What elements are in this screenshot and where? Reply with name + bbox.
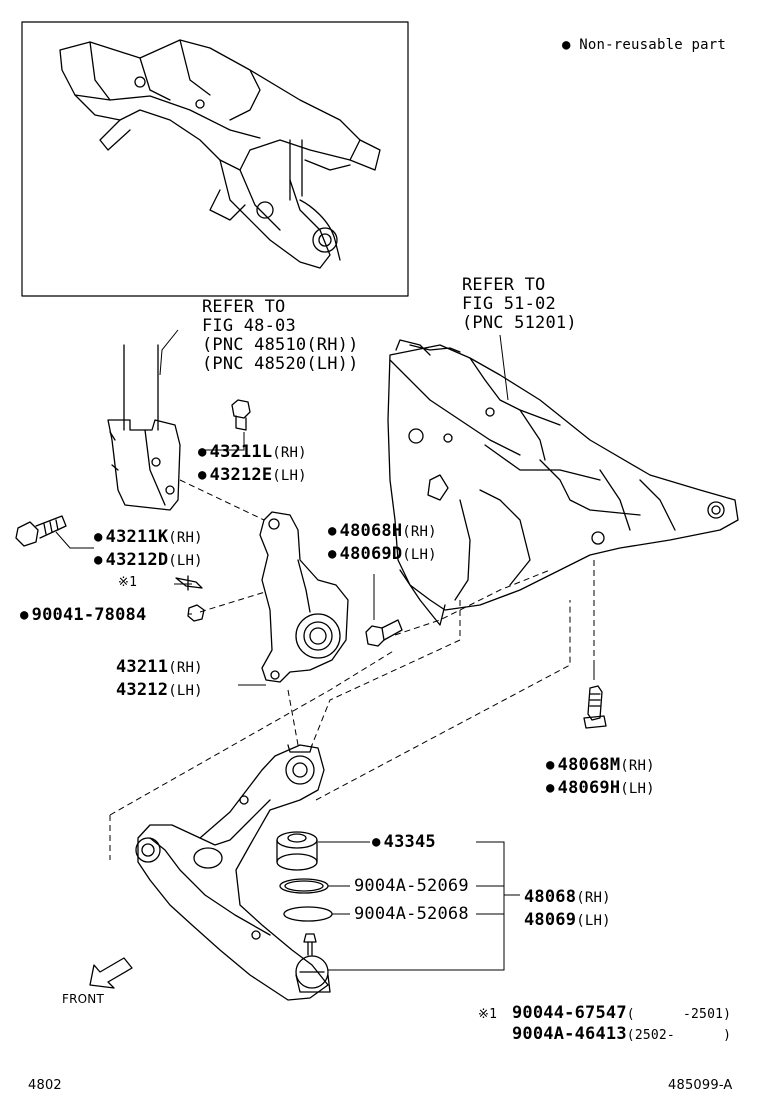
refer-1-line3: (PNC 48510(RH)): [202, 335, 359, 355]
footnote-mark: ※1: [478, 1007, 498, 1022]
front-label: FRONT: [62, 992, 104, 1006]
note-1-mark: ※1: [118, 575, 138, 590]
overview-crossmember-drawing: [59, 39, 381, 269]
refer-fig-48-03: REFER TO FIG 48-03 (PNC 48510(RH)) (PNC …: [202, 298, 359, 374]
footnote-row1-range: ( -2501): [626, 1007, 732, 1022]
part-43345[interactable]: 43345: [372, 833, 436, 852]
part-43212E-side: (LH): [272, 468, 307, 484]
ring-52068-drawing: [283, 906, 333, 922]
page-id-right: 485099-A: [668, 1078, 733, 1093]
part-43212D-number: 43212D: [94, 550, 168, 570]
lower-control-arm-drawing: [135, 744, 329, 1001]
part-43211-group: 43211(RH) 43212(LH): [116, 656, 203, 702]
overview-frame: [21, 21, 409, 297]
bolt-43211K-drawing: [15, 515, 67, 547]
part-43211-side: (RH): [168, 660, 203, 676]
part-43211K-number: 43211K: [94, 527, 168, 547]
part-48068M-number: 48068M: [546, 755, 620, 775]
part-43212-side: (LH): [168, 683, 203, 699]
part-43211L-side: (RH): [272, 445, 307, 461]
steering-knuckle-drawing: [259, 511, 349, 683]
part-43211K[interactable]: 43211K(RH): [94, 526, 203, 549]
part-48068H[interactable]: 48068H(RH): [328, 520, 437, 543]
refer-2-line1: REFER TO: [462, 275, 546, 295]
part-48069[interactable]: 48069(LH): [524, 909, 611, 932]
crossmember-drawing: [387, 339, 739, 626]
part-48069D-number: 48069D: [328, 544, 402, 564]
refer-1-line4: (PNC 48520(LH)): [202, 354, 359, 374]
part-43212-number: 43212: [116, 680, 169, 700]
non-reusable-bullet-icon: ●: [562, 37, 571, 53]
front-arrow-icon: [89, 957, 133, 989]
nut-43211L-drawing: [231, 399, 251, 431]
part-48068-side: (RH): [576, 890, 611, 906]
part-9004A-52068[interactable]: 9004A-52068: [354, 905, 469, 923]
part-43211K-group: 43211K(RH) 43212D(LH): [94, 526, 203, 572]
part-9004A-52069-number: 9004A-52069: [354, 876, 469, 896]
part-48069H-side: (LH): [620, 781, 655, 797]
bolt-48068M-drawing: [583, 685, 607, 729]
part-48068H-group: 48068H(RH) 48069D(LH): [328, 520, 437, 566]
part-43212[interactable]: 43212(LH): [116, 679, 203, 702]
part-48068[interactable]: 48068(RH): [524, 886, 611, 909]
refer-2-line3: (PNC 51201): [462, 313, 577, 333]
nut-90041-drawing: [187, 604, 205, 622]
part-48068H-side: (RH): [402, 524, 437, 540]
part-48068M[interactable]: 48068M(RH): [546, 754, 655, 777]
part-43211L-group: 43211L(RH) 43212E(LH): [198, 441, 307, 487]
part-48068H-number: 48068H: [328, 521, 402, 541]
part-48068-number: 48068: [524, 887, 577, 907]
part-48068M-group: 48068M(RH) 48069H(LH): [546, 754, 655, 800]
part-90041-78084-number: 90041-78084: [20, 605, 147, 625]
refer-1-line1: REFER TO: [202, 297, 286, 317]
non-reusable-legend: ● Non-reusable part: [562, 36, 726, 54]
refer-1-line2: FIG 48-03: [202, 316, 296, 336]
part-43211K-side: (RH): [168, 530, 203, 546]
dashed-alignment-lines: [109, 479, 595, 860]
part-43345-number: 43345: [372, 832, 436, 852]
clip-drawing: [175, 575, 203, 591]
part-48068M-side: (RH): [620, 758, 655, 774]
part-48069D[interactable]: 48069D(LH): [328, 543, 437, 566]
non-reusable-legend-text: Non-reusable part: [579, 37, 726, 53]
part-90041-78084[interactable]: 90041-78084: [20, 605, 147, 625]
part-9004A-52069[interactable]: 9004A-52069: [354, 877, 469, 895]
part-48069H[interactable]: 48069H(LH): [546, 777, 655, 800]
part-48069-side: (LH): [576, 913, 611, 929]
part-43211-number: 43211: [116, 657, 169, 677]
ball-joint-drawing: [295, 933, 331, 993]
part-43212D-side: (LH): [168, 553, 203, 569]
footnote-row2-range: (2502- ): [626, 1028, 732, 1043]
part-9004A-52068-number: 9004A-52068: [354, 904, 469, 924]
bushing-43345-drawing: [276, 831, 318, 871]
footnote-row-1[interactable]: 90044-67547( -2501): [512, 1004, 731, 1024]
part-48069D-side: (LH): [402, 547, 437, 563]
part-43212E[interactable]: 43212E(LH): [198, 464, 307, 487]
refer-2-line2: FIG 51-02: [462, 294, 556, 314]
refer-fig-51-02: REFER TO FIG 51-02 (PNC 51201): [462, 276, 577, 333]
part-43212E-number: 43212E: [198, 465, 272, 485]
footnote-row-2[interactable]: 9004A-46413(2502- ): [512, 1025, 731, 1045]
bolt-48068H-drawing: [365, 619, 403, 647]
strut-drawing: [107, 344, 181, 511]
leader-lines: [55, 329, 595, 971]
part-43211L[interactable]: 43211L(RH): [198, 441, 307, 464]
part-43212D[interactable]: 43212D(LH): [94, 549, 203, 572]
footnote-row1-number: 90044-67547: [512, 1003, 627, 1023]
footnote-row2-number: 9004A-46413: [512, 1024, 627, 1044]
part-43211[interactable]: 43211(RH): [116, 656, 203, 679]
page-id-left: 4802: [28, 1078, 62, 1093]
part-48068-group: 48068(RH) 48069(LH): [524, 886, 611, 932]
part-48069H-number: 48069H: [546, 778, 620, 798]
part-48069-number: 48069: [524, 910, 577, 930]
part-43211L-number: 43211L: [198, 442, 272, 462]
